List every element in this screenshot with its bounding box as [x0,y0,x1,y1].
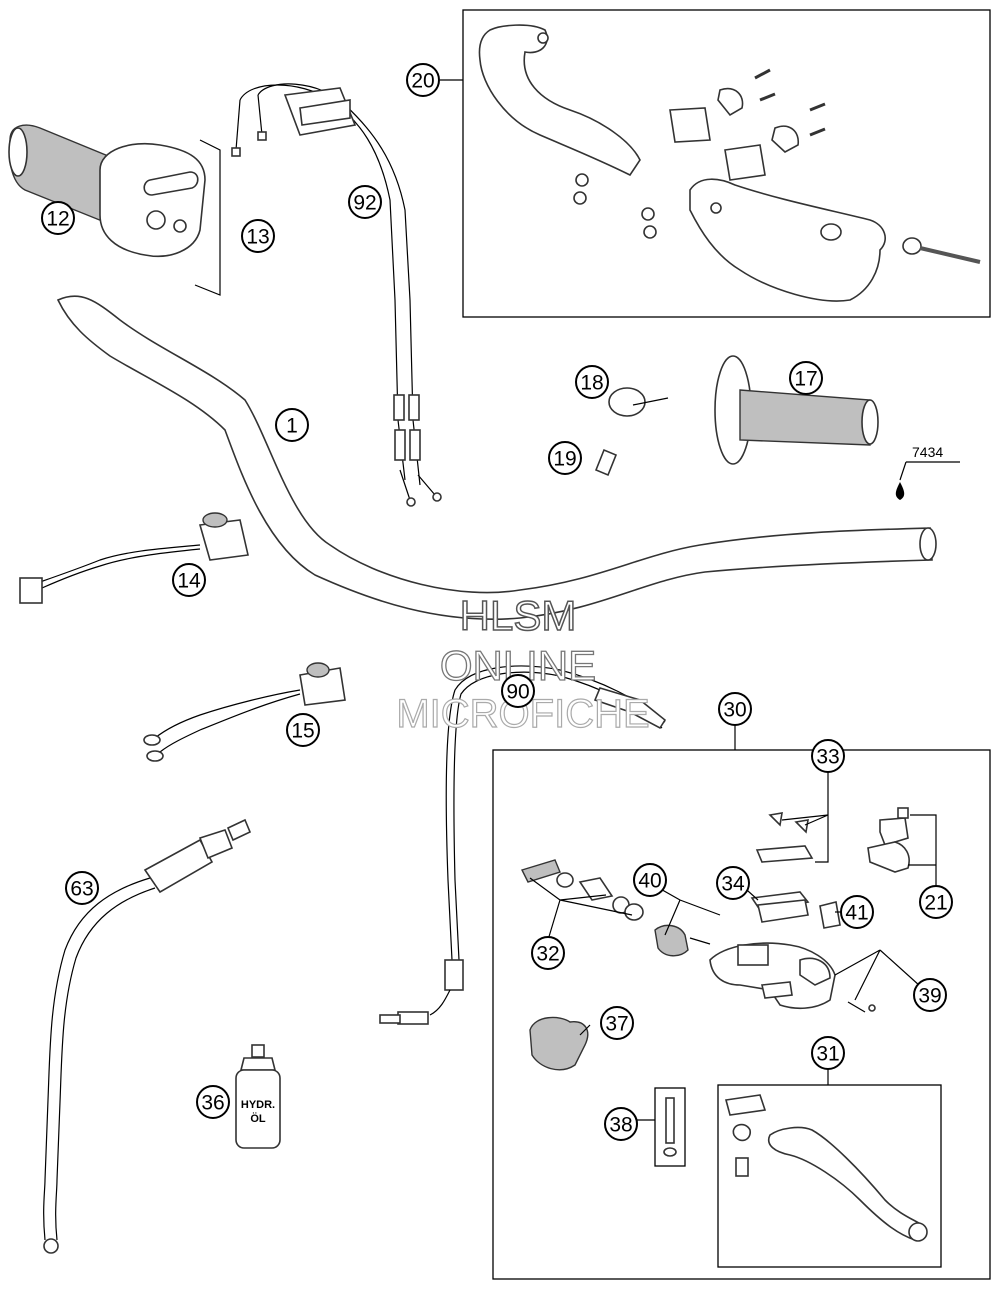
housing-bracket [194,139,221,296]
brake-lever [724,1094,928,1242]
svg-text:37: 37 [605,1013,628,1036]
watermark-line1: HLSM [460,592,577,639]
callout-36: 36 [196,1085,230,1119]
pivot-bolt [654,1087,686,1167]
svg-text:92: 92 [353,192,376,215]
callout-13: 13 [241,219,275,253]
callout-34: 34 [716,866,750,900]
lever-pivot-parts [867,807,910,873]
svg-text:30: 30 [723,699,746,722]
callout-19: 19 [548,441,582,475]
callout-30: 30 [718,692,752,726]
loctite-reference: 7434 [895,444,960,500]
svg-text:18: 18 [580,372,603,395]
svg-text:31: 31 [816,1043,839,1066]
reference-label: 7434 [912,444,943,460]
svg-text:34: 34 [721,873,745,896]
callout-38: 38 [604,1107,638,1141]
handlebar [56,295,937,620]
callout-41: 41 [840,895,874,929]
svg-text:1: 1 [286,415,298,438]
brake-hose [43,818,252,1254]
svg-text:19: 19 [553,448,576,471]
svg-text:40: 40 [638,870,661,893]
svg-text:15: 15 [291,720,314,743]
svg-text:63: 63 [70,878,93,901]
cable-tie [608,387,669,417]
callout-90: 90 [501,674,535,708]
svg-text:33: 33 [816,746,839,769]
svg-text:20: 20 [411,70,434,93]
master-cylinder-parts [521,812,876,1013]
start-switch [143,662,346,762]
oil-label-line2: ÖL [250,1112,266,1125]
handguard-right [689,178,886,302]
handguard-left [478,24,641,177]
callout-14: 14 [172,563,206,597]
svg-text:17: 17 [794,368,817,391]
callout-31: 31 [811,1036,845,1070]
callout-37: 37 [600,1006,634,1040]
callout-39: 39 [913,978,947,1012]
callout-18: 18 [575,365,609,399]
svg-text:90: 90 [506,681,529,704]
brake-assembly-box [492,749,991,1280]
hydraulic-oil-bottle: HYDR. ÖL [235,1044,281,1149]
svg-text:36: 36 [201,1092,224,1115]
sleeve [594,448,618,477]
callout-33: 33 [811,739,845,773]
svg-text:38: 38 [609,1114,632,1137]
kill-switch [19,512,249,604]
svg-text:14: 14 [177,570,201,593]
svg-text:32: 32 [536,943,559,966]
callout-21: 21 [919,885,953,919]
callout-92: 92 [348,185,382,219]
callout-40: 40 [633,863,667,897]
oil-label-line1: HYDR. [241,1099,275,1111]
clutch-cable [379,665,667,1025]
reservoir-cap [529,1016,589,1071]
callout-32: 32 [531,936,565,970]
handguard-clamps [573,68,981,264]
svg-text:12: 12 [46,208,69,231]
callout-12: 12 [41,201,75,235]
svg-text:41: 41 [845,902,868,925]
handguard-kit-box [462,9,991,318]
svg-text:39: 39 [918,985,941,1008]
svg-text:21: 21 [924,892,947,915]
throttle-cables [231,83,442,507]
left-grip [714,355,879,465]
callout-15: 15 [286,713,320,747]
throttle-housing [99,142,206,257]
callout-63: 63 [65,871,99,905]
callout-20: 20 [406,63,440,97]
callout-17: 17 [789,361,823,395]
brake-lever-box [717,1084,942,1268]
callout-1: 1 [275,408,309,442]
svg-text:13: 13 [246,226,269,249]
